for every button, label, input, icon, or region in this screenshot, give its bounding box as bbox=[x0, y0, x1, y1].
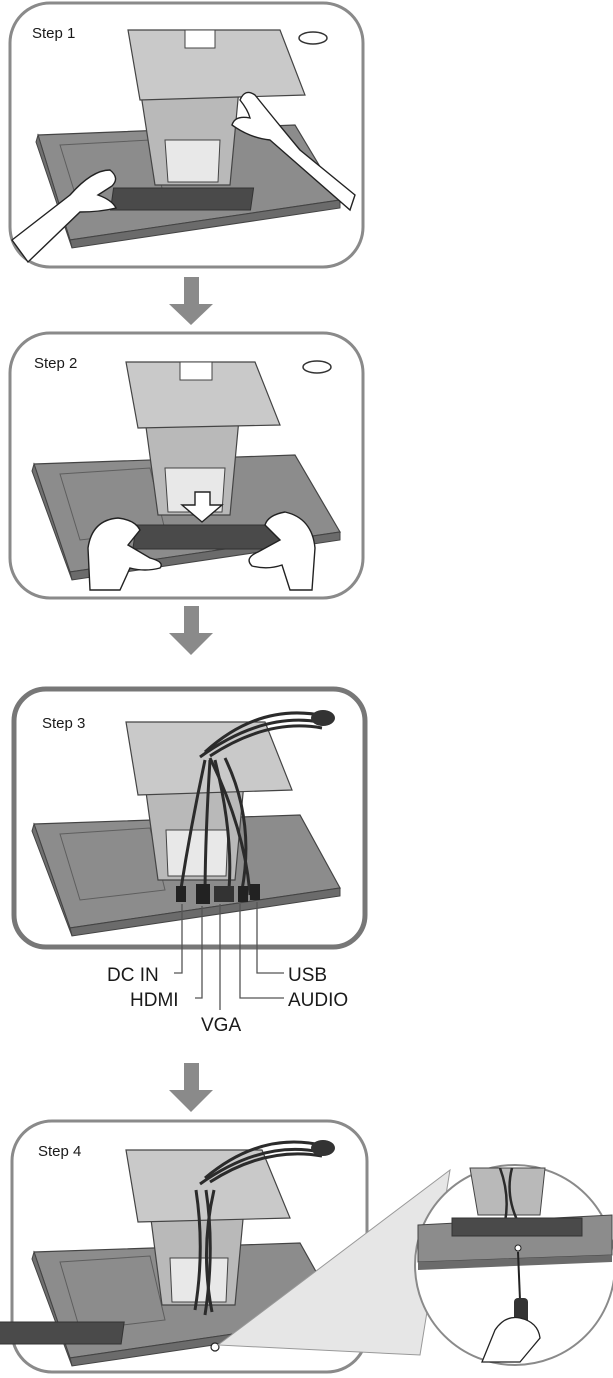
step-3-panel: Step 3 bbox=[11, 686, 368, 1010]
hand-left-icon bbox=[11, 169, 118, 264]
step-2-panel: Step 2 bbox=[8, 331, 365, 600]
connector-cluster bbox=[176, 884, 260, 904]
vga-label: VGA bbox=[201, 1015, 241, 1036]
screw-icon bbox=[210, 1342, 220, 1352]
stand-4 bbox=[125, 1149, 291, 1306]
step-1-panel: Step 1 bbox=[8, 1, 365, 269]
zoom-callout bbox=[216, 1164, 613, 1366]
stand-3 bbox=[125, 721, 293, 881]
hand-right-icon bbox=[231, 91, 356, 212]
screw-hole-icon bbox=[302, 360, 332, 374]
usb-label: USB bbox=[288, 965, 327, 986]
step-1-label: Step 1 bbox=[32, 25, 75, 42]
down-arrow-icon bbox=[169, 606, 213, 655]
zoom-detail bbox=[417, 1167, 613, 1270]
hand-right-icon bbox=[248, 511, 316, 591]
down-arrow-icon bbox=[169, 1063, 213, 1112]
stand-1 bbox=[127, 29, 306, 186]
step-2-label: Step 2 bbox=[34, 355, 77, 372]
audio-label: AUDIO bbox=[288, 990, 348, 1011]
hand-screwdriver-icon bbox=[481, 1316, 541, 1363]
hdmi-label: HDMI bbox=[130, 990, 179, 1011]
cable-plug-icon bbox=[311, 1140, 335, 1156]
insert-arrow-icon bbox=[180, 491, 224, 523]
down-arrow-icon bbox=[169, 277, 213, 325]
port-leader-lines bbox=[174, 902, 284, 1010]
dc-in-label: DC IN bbox=[107, 965, 159, 986]
step-4-label: Step 4 bbox=[38, 1143, 81, 1160]
hand-left-icon bbox=[87, 517, 162, 591]
cable-bundle-routed bbox=[193, 1140, 326, 1316]
step-3-label: Step 3 bbox=[42, 715, 85, 732]
screw-hole-icon bbox=[298, 31, 328, 45]
cable-plug-icon bbox=[311, 710, 335, 726]
